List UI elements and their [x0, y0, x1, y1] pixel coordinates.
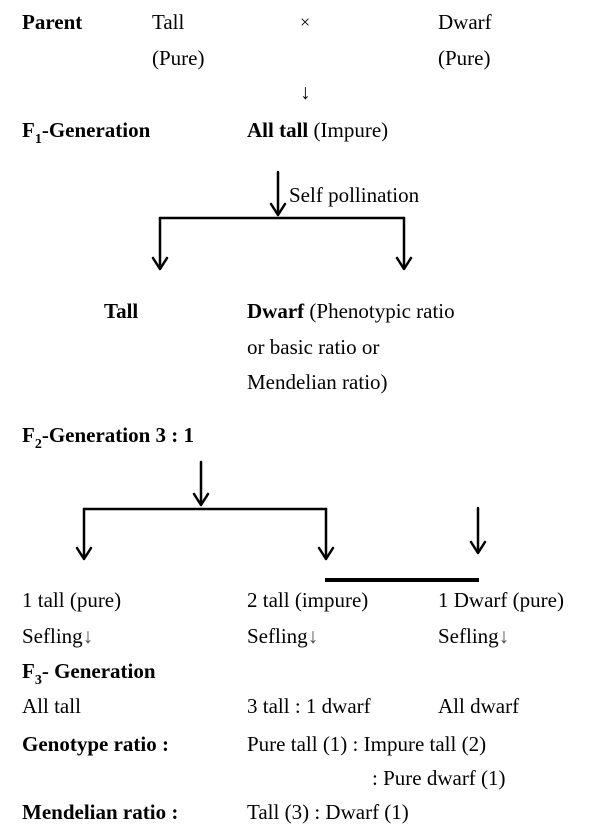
parent-tall-note: (Pure) — [152, 46, 205, 70]
selfing-3: Sefling↓ — [438, 624, 509, 648]
f3-result-1: All tall — [22, 694, 81, 718]
parent-dwarf: Dwarf — [438, 10, 492, 34]
f2-label-prefix: F — [22, 423, 35, 447]
parent-down-arrow: ↓ — [300, 80, 311, 104]
parent-dwarf-note: (Pure) — [438, 46, 491, 70]
offspring-dwarf-note: (Phenotypic ratio — [304, 299, 455, 323]
selfing-1-arrow: ↓ — [82, 624, 94, 648]
selfing-1-label: Sefling — [22, 624, 83, 648]
mendelian-ratio-value: Tall (3) : Dwarf (1) — [247, 800, 409, 824]
self-pollination-label: Self pollination — [289, 183, 420, 207]
f2-down-arrow — [192, 460, 210, 507]
f3-label-prefix: F — [22, 659, 35, 683]
f3-label-subscript: 3 — [34, 673, 42, 688]
ratio-note-line2: or basic ratio or — [247, 335, 380, 359]
f1-label: F1-Generation — [22, 118, 151, 147]
f2-label-subscript: 2 — [34, 437, 42, 452]
f3-result-2: 3 tall : 1 dwarf — [247, 694, 371, 718]
f1-label-prefix: F — [22, 118, 35, 142]
offspring-tall: Tall — [104, 299, 139, 323]
f1-result-bold: All tall — [247, 118, 309, 142]
f2-branch-connector — [75, 507, 335, 561]
overline-bar — [325, 578, 479, 582]
dwarf-down-arrow — [469, 506, 487, 555]
f2-offspring-3: 1 Dwarf (pure) — [438, 588, 564, 612]
f1-branch-connector — [151, 216, 413, 271]
selfing-1: Sefling↓ — [22, 624, 93, 648]
f1-result: All tall (Impure) — [247, 118, 388, 142]
parent-tall: Tall — [152, 10, 185, 34]
f3-result-3: All dwarf — [438, 694, 520, 718]
parent-label: Parent — [22, 10, 83, 34]
cross-symbol: × — [300, 12, 311, 32]
self-pollination-arrow — [269, 170, 287, 217]
genotype-ratio-label: Genotype ratio : — [22, 732, 169, 756]
selfing-3-arrow: ↓ — [498, 624, 510, 648]
ratio-note-line3: Mendelian ratio) — [247, 370, 388, 394]
selfing-2-arrow: ↓ — [307, 624, 319, 648]
f1-label-suffix: -Generation — [41, 118, 151, 142]
selfing-3-label: Sefling — [438, 624, 499, 648]
mendelian-ratio-label: Mendelian ratio : — [22, 800, 179, 824]
selfing-2: Sefling↓ — [247, 624, 318, 648]
f1-result-note: (Impure) — [308, 118, 389, 142]
genotype-ratio-line1: Pure tall (1) : Impure tall (2) — [247, 732, 487, 756]
offspring-dwarf: Dwarf (Phenotypic ratio — [247, 299, 455, 323]
f2-label-suffix: -Generation 3 : 1 — [41, 423, 195, 447]
f2-offspring-1: 1 tall (pure) — [22, 588, 122, 612]
f2-offspring-2: 2 tall (impure) — [247, 588, 369, 612]
offspring-dwarf-bold: Dwarf — [247, 299, 305, 323]
f3-label: F3- Generation — [22, 659, 156, 688]
f2-label: F2-Generation 3 : 1 — [22, 423, 195, 452]
selfing-2-label: Sefling — [247, 624, 308, 648]
f1-label-subscript: 1 — [34, 132, 42, 147]
f3-label-suffix: - Generation — [41, 659, 156, 683]
genotype-ratio-line2: : Pure dwarf (1) — [372, 766, 506, 790]
